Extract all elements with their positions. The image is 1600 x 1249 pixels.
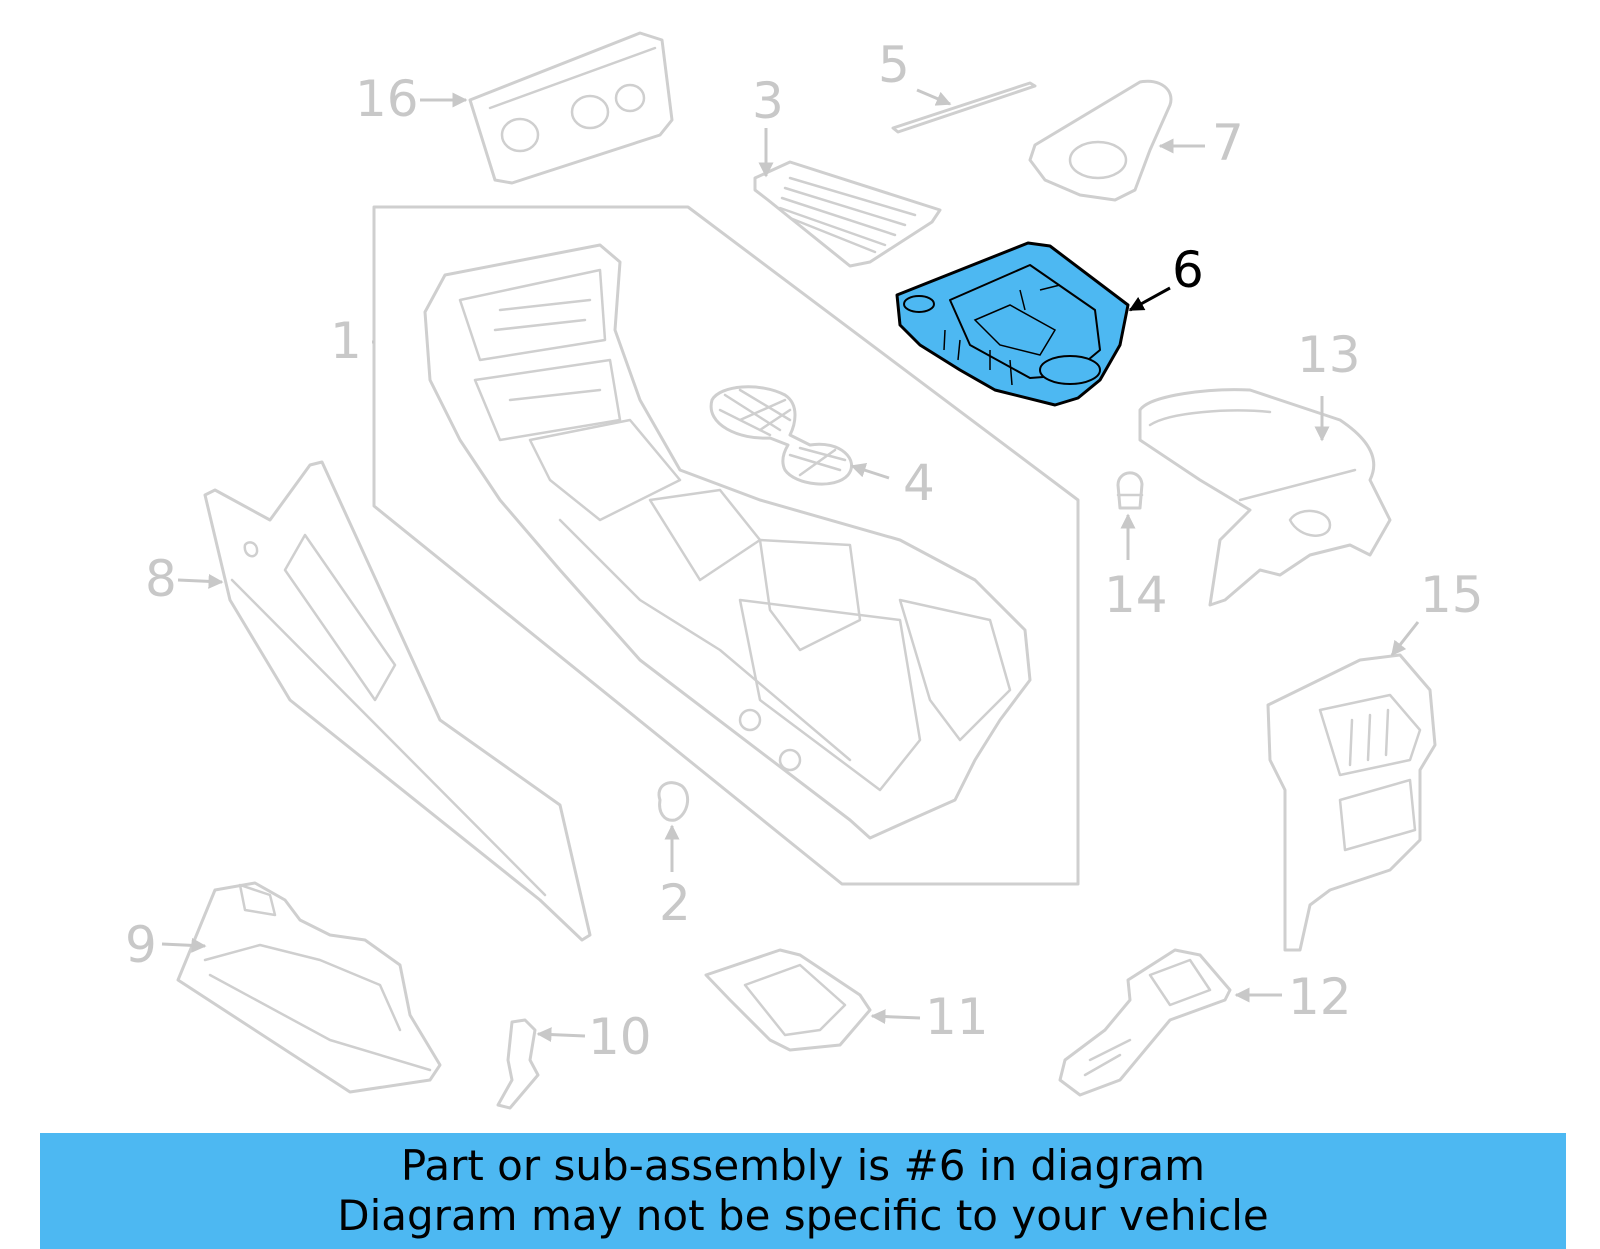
callout-11: 11 (925, 988, 989, 1046)
leader-5 (916, 88, 952, 106)
part-9-bin (176, 881, 442, 1094)
part-11-tray (704, 948, 872, 1052)
part-14-pin (1116, 471, 1144, 510)
callout-15: 15 (1420, 566, 1484, 624)
part-5-strip (891, 81, 1037, 134)
callout-2: 2 (659, 874, 691, 932)
callout-16: 16 (355, 70, 419, 128)
callout-14: 14 (1104, 566, 1168, 624)
part-6-cupholder-insert (895, 241, 1130, 407)
info-banner: Part or sub-assembly is #6 in diagram Di… (40, 1133, 1566, 1249)
part-7-cover (1028, 79, 1173, 202)
leader-6 (1128, 286, 1171, 312)
leader-4 (850, 463, 890, 480)
banner-line-2: Diagram may not be specific to your vehi… (337, 1191, 1269, 1240)
callout-5: 5 (878, 36, 910, 94)
leader-11 (870, 1009, 921, 1025)
leader-15 (1390, 621, 1420, 657)
callout-13: 13 (1297, 326, 1361, 384)
callout-3: 3 (752, 72, 784, 130)
part-10-bracket (496, 1018, 540, 1110)
part-8-side-panel (203, 460, 592, 942)
part-3-mat (753, 160, 942, 268)
part-1-boundary (372, 205, 1080, 886)
callout-6: 6 (1172, 241, 1204, 299)
part-4-mat (709, 385, 853, 486)
part-13-armrest (1138, 388, 1392, 607)
callout-7: 7 (1212, 114, 1244, 172)
callout-9: 9 (125, 916, 157, 974)
callout-4: 4 (903, 454, 935, 512)
part-16-control-panel (468, 31, 674, 185)
leader-10 (536, 1027, 586, 1043)
part-12-boot (1058, 948, 1232, 1097)
leader-9 (161, 937, 207, 953)
part-15-vent-panel (1266, 653, 1437, 952)
leader-8 (177, 573, 224, 589)
callout-8: 8 (145, 550, 177, 608)
callout-10: 10 (588, 1008, 652, 1066)
banner-line-1: Part or sub-assembly is #6 in diagram (400, 1141, 1206, 1190)
callout-12: 12 (1288, 968, 1352, 1026)
callout-1: 1 (330, 312, 362, 370)
part-2-clip (657, 781, 690, 822)
part-1-console (423, 243, 1032, 840)
